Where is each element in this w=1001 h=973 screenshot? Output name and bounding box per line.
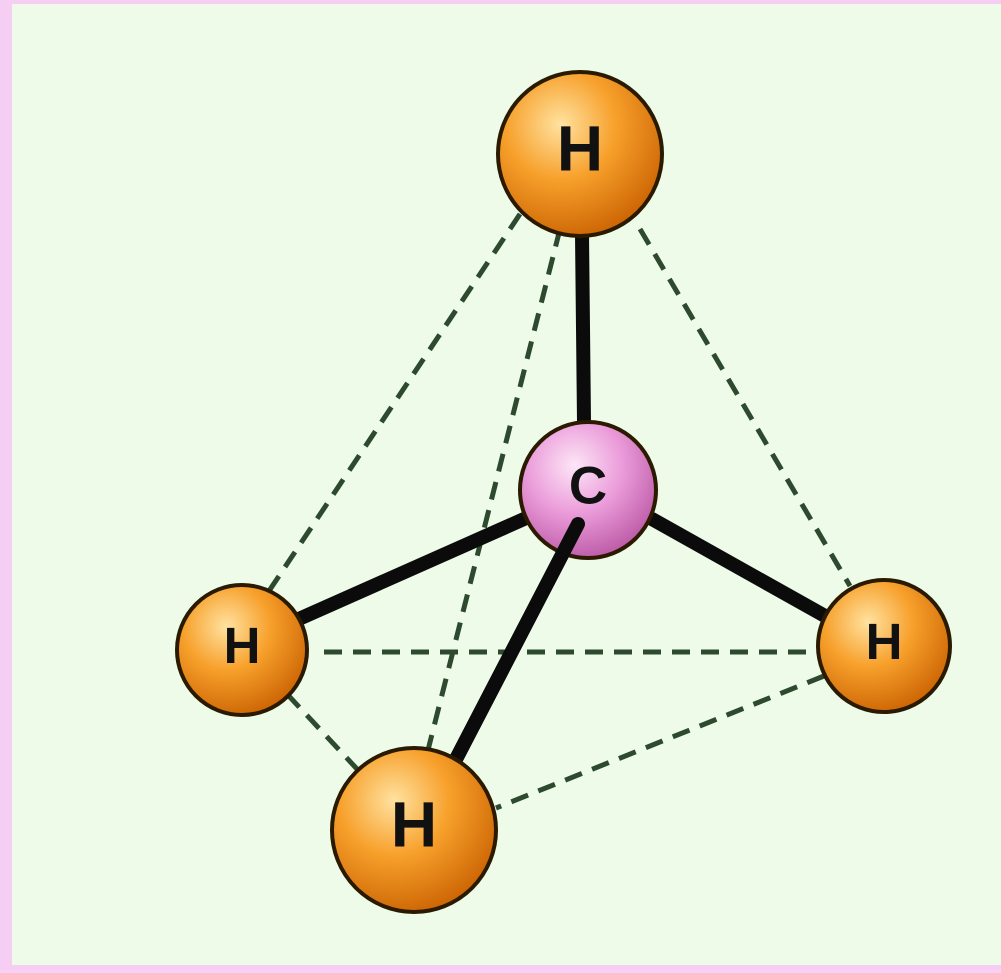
- atom-c: C: [518, 420, 658, 560]
- tetrahedron-edges: [264, 212, 853, 811]
- atom-h_left: H: [175, 583, 309, 717]
- atom-label-c: C: [569, 457, 607, 516]
- bond-c-h_right: [645, 512, 857, 637]
- dashed-edge-h_right-h_front: [495, 673, 825, 811]
- atom-label-h_front: H: [391, 788, 437, 860]
- dashed-edge-h_left-h_front: [285, 692, 359, 771]
- atom-label-h_left: H: [224, 617, 261, 674]
- atom-sphere-h_left: [175, 583, 309, 717]
- atom-h_front: H: [330, 746, 498, 914]
- atom-h_right: H: [816, 578, 952, 714]
- dashed-edge-h_top-h_right: [637, 227, 853, 588]
- atoms: H H H C H: [175, 70, 952, 914]
- atom-label-h_top: H: [557, 112, 603, 184]
- atom-sphere-h_right: [816, 578, 952, 714]
- atom-h_top: H: [496, 70, 664, 238]
- dashed-edge-h_top-h_left: [264, 212, 523, 596]
- bond-front-overlay: [433, 517, 585, 797]
- atom-sphere-h_front: [330, 746, 498, 914]
- atom-label-h_right: H: [866, 613, 903, 670]
- atom-sphere-c: [518, 420, 658, 560]
- methane-tetrahedral-diagram: H H H C H: [175, 70, 952, 914]
- bond-c-h_top: [575, 227, 591, 429]
- dashed-edge-h_top-h_front: [424, 228, 563, 755]
- atom-sphere-h_top: [496, 70, 664, 238]
- bond-c-h_left: [267, 512, 531, 637]
